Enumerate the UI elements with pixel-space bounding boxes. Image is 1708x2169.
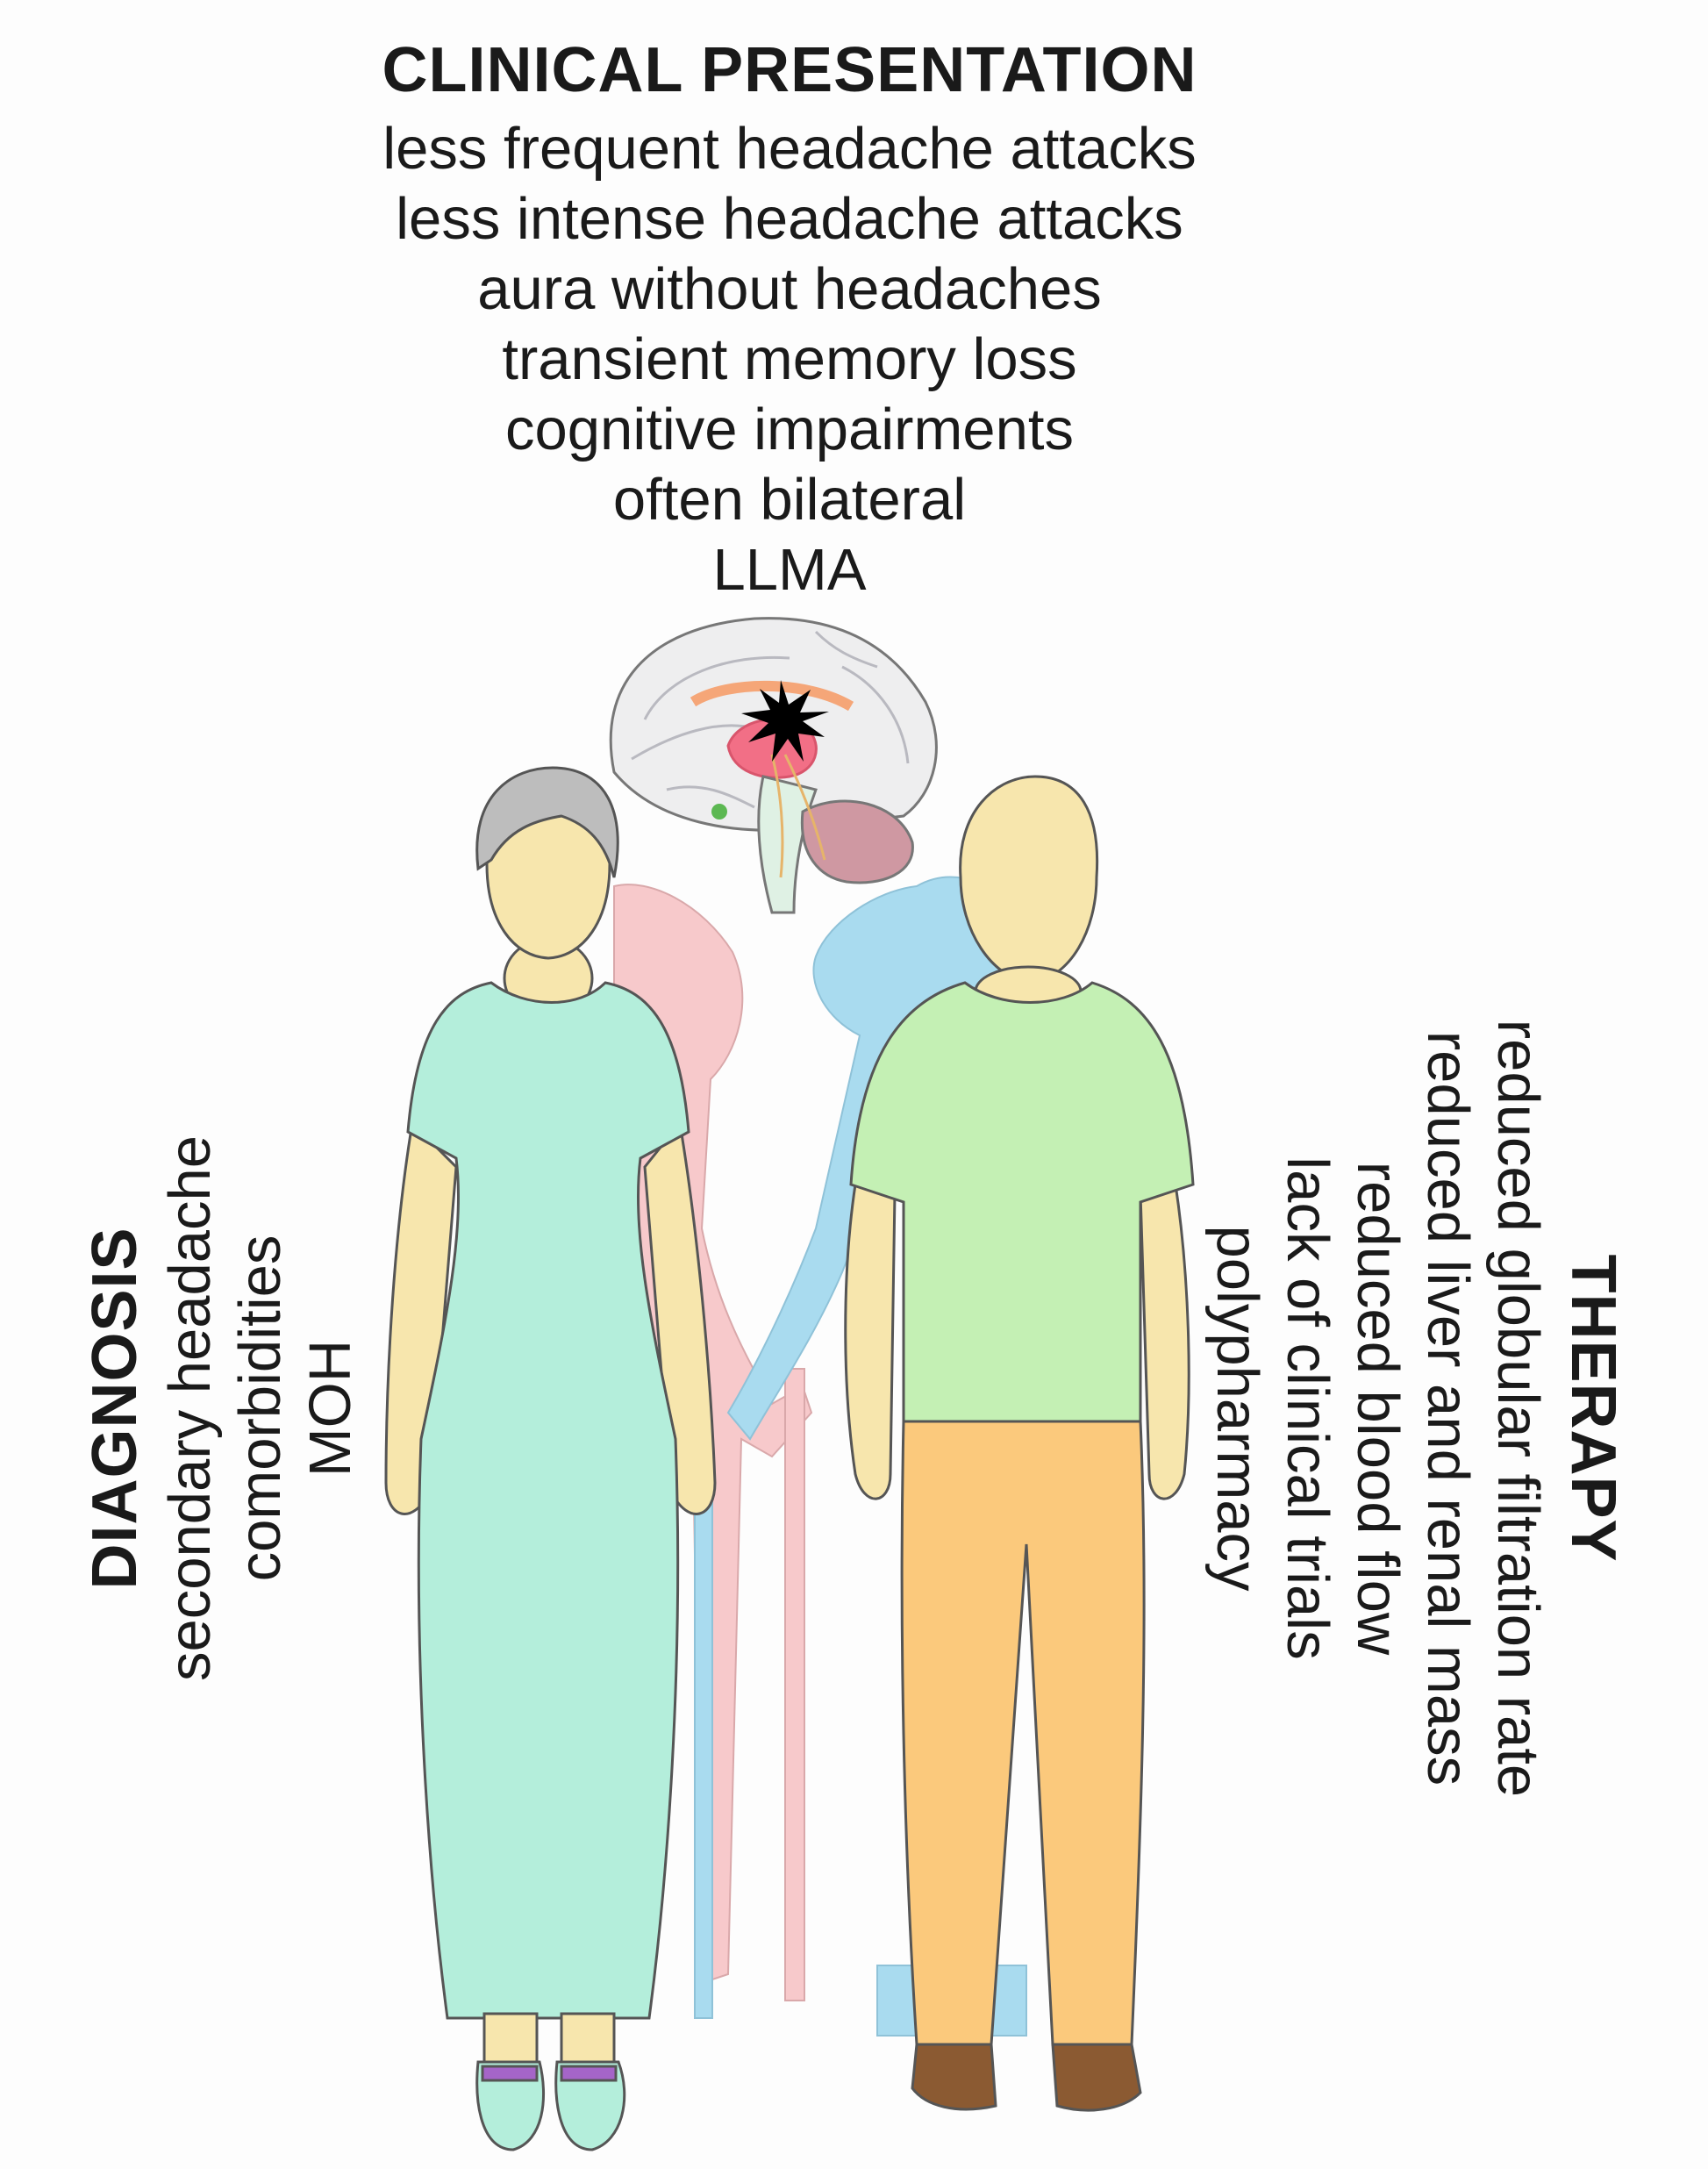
woman-figure [384,766,717,2151]
woman-right-arm [643,1120,717,1515]
clinical-item: less frequent headache attacks [382,116,1197,182]
brain-nerve-lines [770,754,826,878]
man-head [959,775,1099,984]
man-right-shoe [1051,2043,1142,2112]
diagnosis-item: secondary headache [157,1135,223,1682]
woman-left-arm [384,1120,458,1515]
man-shirt [849,981,1195,1423]
woman-left-slipper-strap [481,2065,539,2082]
man-right-arm [1139,1183,1190,1500]
therapy-item: polypharmacy [1204,1225,1270,1592]
man-figure [844,775,1195,2112]
clinical-item: LLMA [712,537,867,603]
therapy-title: THERAPY [1558,1254,1628,1563]
woman-right-slipper [554,2060,626,2151]
starburst-icon [741,680,829,762]
brain-green-dot [711,804,727,820]
brain-corpus-callosum [690,680,854,712]
clinical-item: transient memory loss [502,326,1077,392]
clinical-item: aura without headaches [477,256,1102,322]
man-left-shoe [911,2043,997,2111]
diagnosis-item: comorbidities [227,1235,293,1582]
man-left-arm [844,1183,897,1500]
therapy-item: reduced liver and renal mass [1415,1030,1481,1786]
woman-hair [475,766,619,878]
therapy-block: THERAPY reduced globular filtration rate… [1202,943,1633,1873]
diagnosis-block: DIAGNOSIS secondary headache comorbiditi… [75,1062,366,1755]
therapy-item: reduced globular filtration rate [1485,1019,1551,1798]
diagnosis-title: DIAGNOSIS [80,1227,150,1590]
clinical-item: less intense headache attacks [396,186,1183,252]
woman-dress [406,981,690,2020]
therapy-item: reduced blood flow [1345,1161,1411,1656]
clinical-item: cognitive impairments [505,397,1074,462]
clinical-presentation-block: CLINICAL PRESENTATION less frequent head… [228,26,1351,605]
cerebellum [800,799,914,884]
woman-left-slipper [475,2060,545,2151]
brain-illustration [609,617,938,914]
clinical-item: often bilateral [612,467,967,533]
therapy-item: lack of clinical trials [1275,1156,1340,1660]
pink-cane [784,1368,805,2001]
diagnosis-item: MOH [297,1339,363,1478]
clinical-presentation-title: CLINICAL PRESENTATION [382,35,1197,105]
man-pants [900,1420,1146,2046]
brain-gyri [631,630,910,809]
woman-right-slipper-strap [560,2065,618,2082]
